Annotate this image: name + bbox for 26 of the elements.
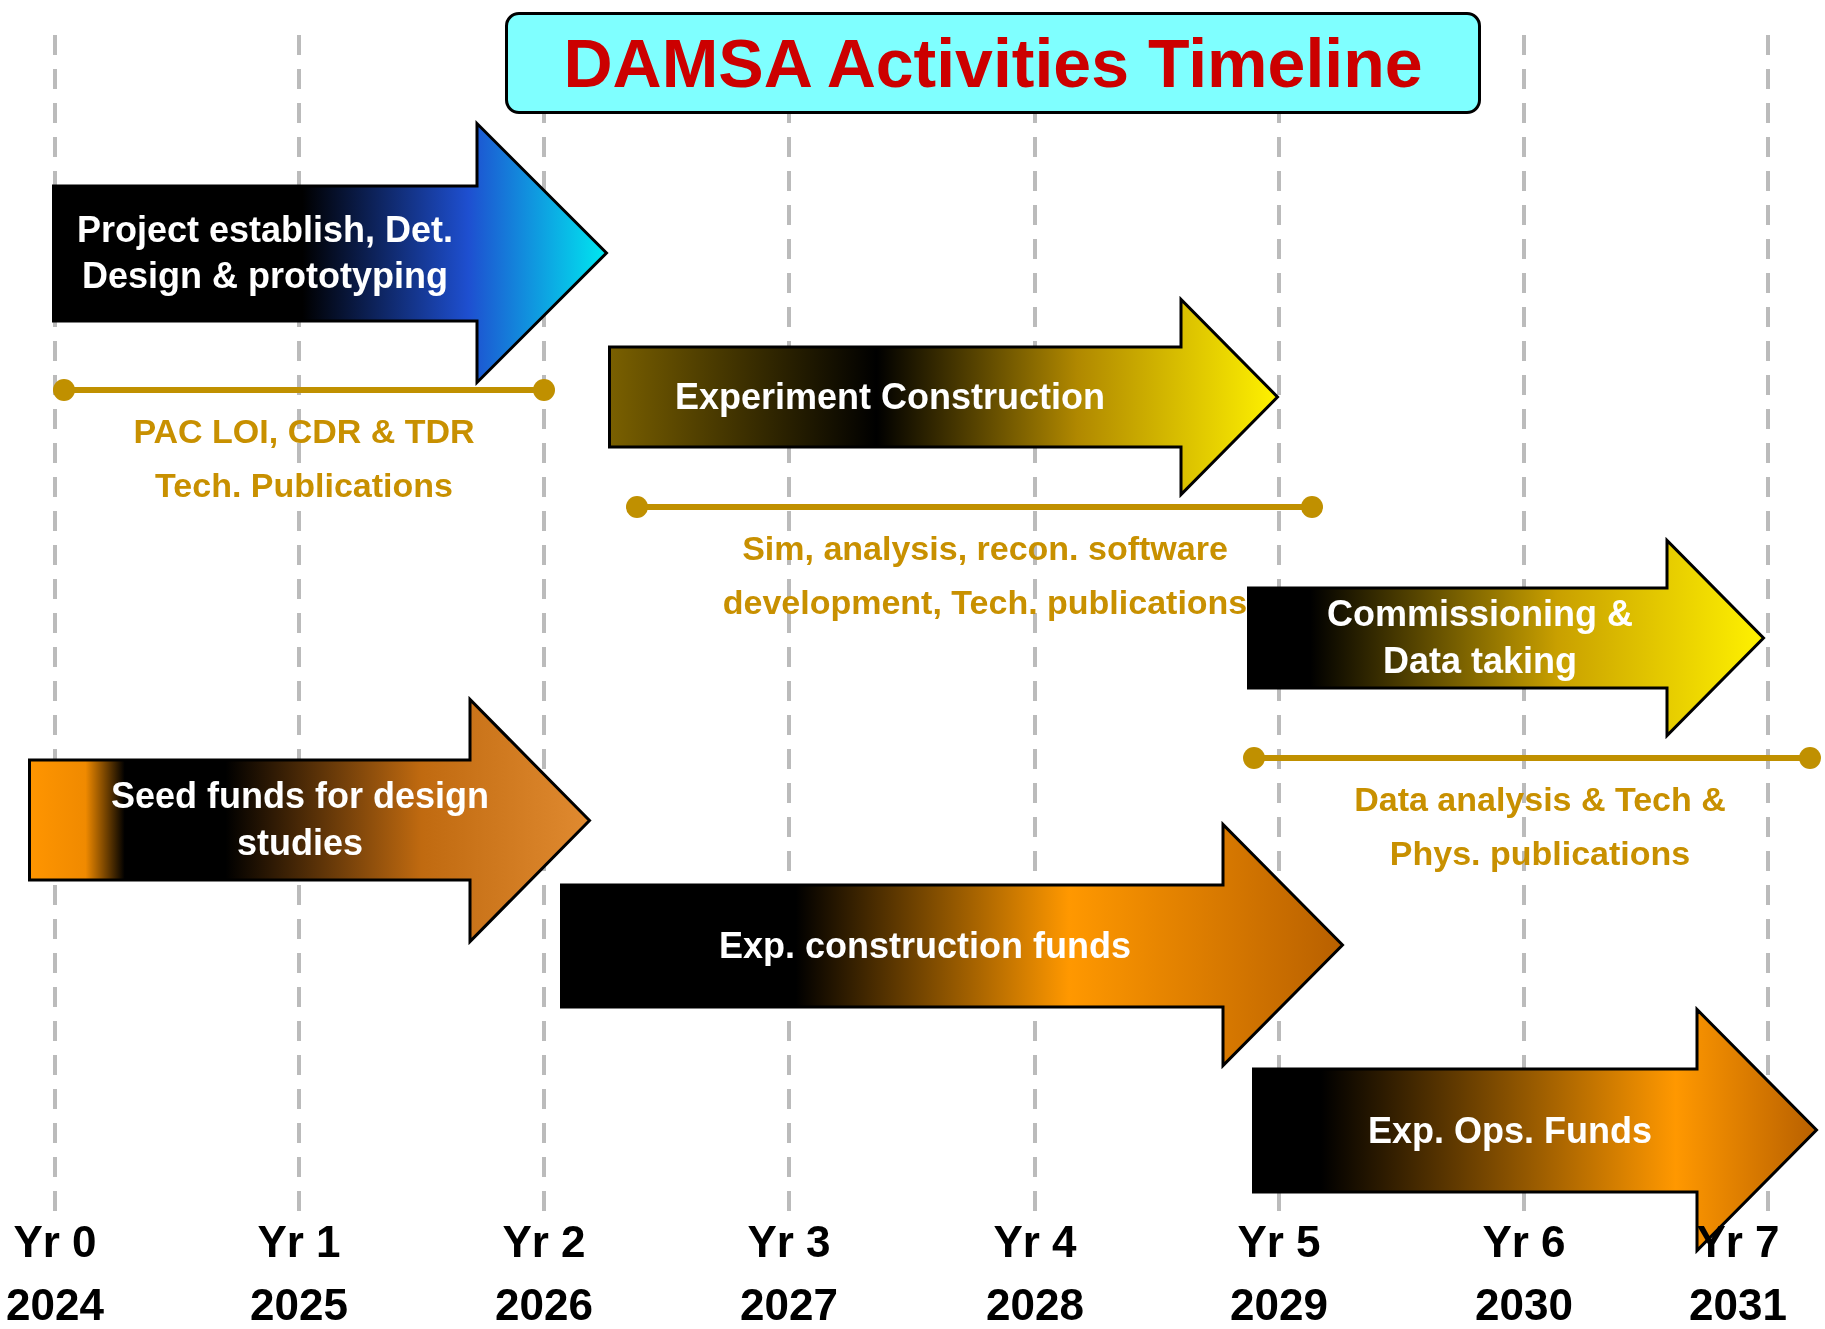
calendar-year-label: 2025	[249, 1281, 349, 1329]
activity-note: PAC LOI, CDR & TDR Tech. Publications	[132, 411, 476, 507]
phase-label: Commissioning & Data taking	[1326, 592, 1634, 683]
calendar-year-label: 2024	[5, 1281, 105, 1329]
phase-label: Exp. Ops. Funds	[1367, 1108, 1653, 1153]
phase-label: Project establish, Det. Design & prototyping	[75, 207, 455, 299]
phase-label: Experiment Construction	[673, 374, 1107, 419]
year-index-label: Yr 1	[256, 1218, 342, 1267]
year-index-label: Yr 0	[12, 1218, 98, 1267]
year-index-label: Yr 5	[1236, 1218, 1322, 1267]
calendar-year-label: 2031	[1688, 1281, 1788, 1329]
phase-label: Seed funds for design studies	[109, 774, 490, 865]
calendar-year-label: 2029	[1229, 1281, 1329, 1329]
year-index-label: Yr 6	[1481, 1218, 1567, 1267]
phase-label: Exp. construction funds	[718, 923, 1132, 968]
year-index-label: Yr 4	[992, 1218, 1078, 1267]
activity-note: Data analysis & Tech & Phys. publications	[1353, 779, 1727, 875]
activity-note: Sim, analysis, recon. software development, Tech. publications	[721, 528, 1249, 624]
year-index-label: Yr 3	[746, 1218, 832, 1267]
year-index-label: Yr 7	[1695, 1218, 1781, 1267]
calendar-year-label: 2026	[494, 1281, 594, 1329]
calendar-year-label: 2030	[1474, 1281, 1574, 1329]
title-banner: DAMSA Activities Timeline	[505, 12, 1481, 114]
year-index-label: Yr 2	[501, 1218, 587, 1267]
calendar-year-label: 2027	[739, 1281, 839, 1329]
calendar-year-label: 2028	[985, 1281, 1085, 1329]
